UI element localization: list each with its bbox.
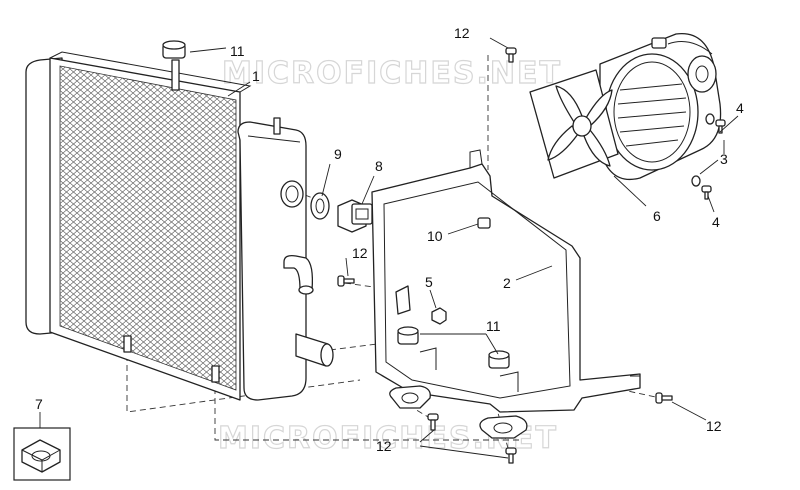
callout-12-top: 12 xyxy=(454,25,470,41)
callout-4-lower: 4 xyxy=(712,214,720,230)
callout-11-lower: 11 xyxy=(486,318,501,334)
callout-12-bottom: 12 xyxy=(376,438,392,454)
screw-left xyxy=(337,275,355,287)
callout-9: 9 xyxy=(334,146,342,162)
radiator-bracket xyxy=(371,149,641,439)
fan-screw-upper xyxy=(715,119,726,134)
callout-1: 1 xyxy=(252,68,260,84)
cooling-fan xyxy=(529,32,722,180)
screw-bottom-a xyxy=(427,413,439,431)
leader-lines xyxy=(39,37,739,459)
fan-washer-lower xyxy=(691,175,701,187)
callout-12-right: 12 xyxy=(706,418,722,434)
grommet-top xyxy=(162,40,186,59)
callout-8: 8 xyxy=(375,158,383,174)
bracket-nut xyxy=(477,217,491,229)
screw-top xyxy=(505,47,517,63)
callout-4-upper: 4 xyxy=(736,100,744,116)
radiator xyxy=(25,51,334,401)
grommet-lower-left xyxy=(397,326,419,345)
hex-nut xyxy=(431,307,447,325)
callout-10: 10 xyxy=(427,228,443,244)
fan-screw-lower xyxy=(701,185,712,200)
fan-washer-upper xyxy=(705,113,715,125)
inset-clip-box xyxy=(13,427,71,481)
callout-6: 6 xyxy=(653,208,661,224)
callout-labels: 1 2 3 4 4 5 6 7 8 9 10 11 11 12 12 12 12 xyxy=(35,25,744,454)
callout-12-left: 12 xyxy=(352,245,368,261)
callout-2: 2 xyxy=(503,275,511,291)
callout-5: 5 xyxy=(425,274,433,290)
thermo-switch xyxy=(337,199,373,233)
screw-right xyxy=(655,392,673,404)
callout-7: 7 xyxy=(35,396,43,412)
washer xyxy=(310,192,330,220)
callout-11-top: 11 xyxy=(230,43,245,59)
callout-3: 3 xyxy=(720,151,728,167)
grommet-lower-right xyxy=(488,350,510,369)
screw-bottom-b xyxy=(505,447,517,464)
watermark-top: MICROFICHES.NET xyxy=(222,56,562,91)
